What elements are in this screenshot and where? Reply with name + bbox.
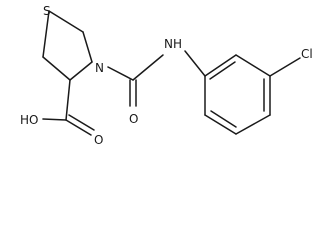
bond-c5-s xyxy=(42,10,50,58)
bond-cooh-o-double-1 xyxy=(65,119,92,136)
bond-amide-c-nh xyxy=(132,54,164,81)
hydroxyl-label: HO xyxy=(20,113,38,127)
thiazolidine-ring xyxy=(42,10,93,81)
bond-ar-c1-c2 xyxy=(204,54,237,77)
acid-carbonyl-oxygen-label: O xyxy=(94,133,103,147)
amide-carbonyl-oxygen-label: O xyxy=(129,112,138,126)
bond-s-c2 xyxy=(48,10,84,33)
bond-ar-cl xyxy=(269,57,301,77)
bond-ar-c4-c5 xyxy=(235,114,271,135)
bond-cooh-oh xyxy=(42,118,67,121)
bond-cooh-o-double-2 xyxy=(68,114,95,131)
chemical-structure: S N NH Cl HO O O xyxy=(20,4,313,147)
aromatic-inner-bond-1 xyxy=(209,61,236,80)
bond-c4-cooh xyxy=(65,79,71,121)
bond-n3-amide-c xyxy=(107,66,134,81)
bond-nh-aryl xyxy=(184,50,206,77)
sulfur-atom-label: S xyxy=(43,4,51,18)
carboxylic-acid-group xyxy=(42,79,95,136)
bond-c4-c5 xyxy=(42,56,71,81)
carboxamide-group xyxy=(107,50,206,107)
aromatic-inner-bond-3 xyxy=(210,110,237,128)
ring-nitrogen-label: N xyxy=(95,61,104,75)
chlorine-atom-label: Cl xyxy=(301,47,313,61)
bond-ar-c5-c6 xyxy=(204,114,237,135)
chlorophenyl-ring xyxy=(204,54,301,135)
amide-nh-label: NH xyxy=(164,37,182,51)
bond-c2-n3 xyxy=(82,31,93,63)
bond-ar-c2-c3 xyxy=(235,54,271,77)
bond-n3-c4 xyxy=(69,61,93,81)
